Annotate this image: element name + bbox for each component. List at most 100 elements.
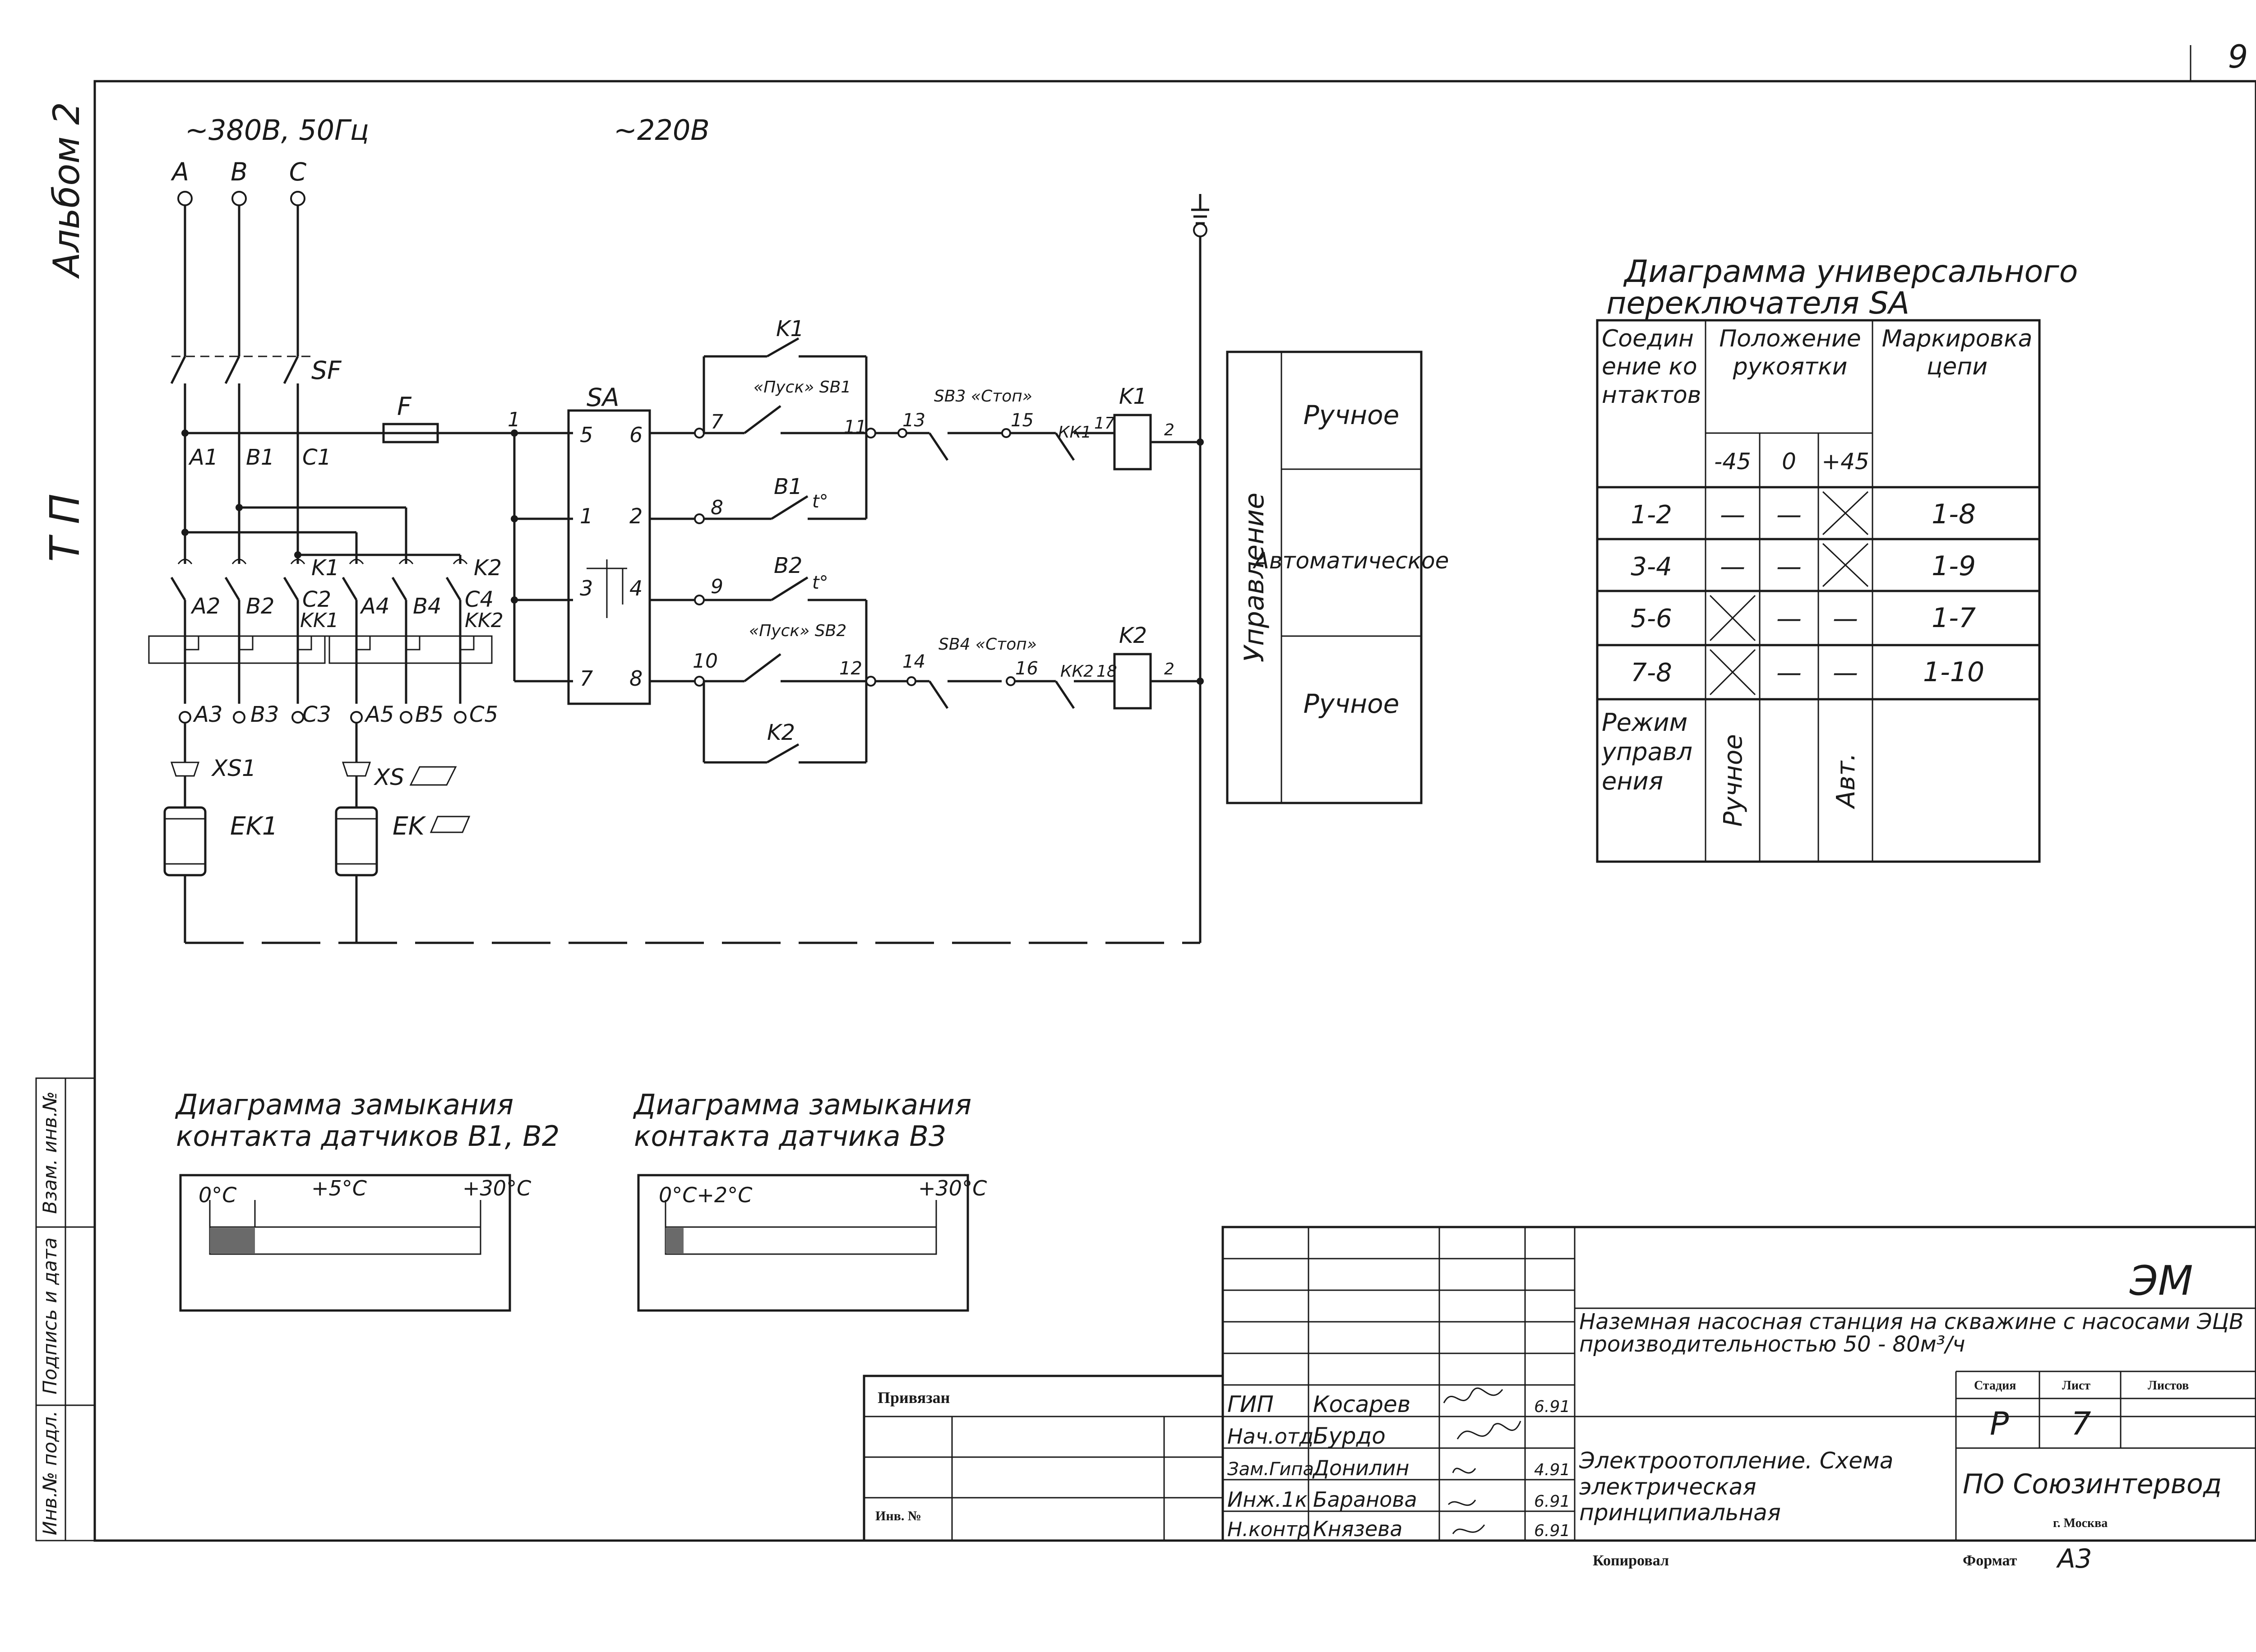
output-a5-label: A5 (364, 702, 394, 727)
drawing-title-text: Электроотопление. Схема электрическая пр… (1579, 1448, 1894, 1526)
organization: ПО Союзинтервод (1963, 1468, 2222, 1500)
sa-row-3-cross (1709, 595, 1756, 641)
sensor-diagram-1-title-2: контакта датчиков В1, В2 (176, 1120, 559, 1153)
svg-text:5-6: 5-6 (1631, 604, 1672, 633)
holding-contact-k1 (766, 337, 800, 358)
contact-b2-label: B2 (246, 594, 274, 619)
node-15-label: 15 (1011, 410, 1034, 431)
sensor-b2-temp-mark: t° (812, 572, 828, 593)
sensor-contact-b2 (771, 576, 809, 601)
sa-diagram-title-2: переключателя SA (1606, 286, 1909, 321)
sensor-diagram-2: Диаграмма замыкания контакта датчика В3 … (633, 1088, 987, 1312)
button-sb4 (928, 680, 949, 709)
switch-sa-label: SA (587, 383, 619, 412)
drawing-title: Электроотопление. Схема электрическая пр… (1579, 1448, 1894, 1526)
sa-terminal-7: 7 (580, 666, 593, 691)
role-gip: ГИП (1227, 1391, 1274, 1417)
sa-terminal-1: 1 (580, 504, 593, 528)
tied-box (863, 1375, 1224, 1542)
output-c5-label: C5 (469, 702, 498, 727)
name-donilin: Донилин (1312, 1456, 1409, 1480)
mode-auto: Автоматическое (1253, 548, 1449, 574)
button-sb4-label: SB4 «Стоп» (938, 635, 1037, 654)
relay-kk1-label: KK1 (300, 609, 339, 632)
coil-k2-label: K2 (1119, 623, 1147, 648)
wire-label-a1: A1 (188, 445, 218, 470)
terminal-a (177, 191, 193, 206)
sensor-diagram-2-title-1: Диаграмма замыкания (633, 1088, 971, 1121)
contactor-k2-label: K2 (474, 555, 502, 581)
sa-head-position: Положение рукоятки (1719, 325, 1861, 380)
mode-manual-1: Ручное (1304, 400, 1400, 430)
breaker-label: SF (311, 356, 342, 385)
coil-k1 (1113, 414, 1152, 471)
stage-value: Р (1990, 1405, 2009, 1442)
control-circuit: 1 SA 5 6 1 2 3 4 7 8 7 «Пуск» SB1 K1 11 (508, 316, 1204, 764)
sensor-b1-label: B1 (774, 474, 802, 499)
heater-ek1-label: EK1 (230, 812, 278, 840)
node-2b-label: 2 (1164, 660, 1174, 678)
format-label: Формат (1963, 1552, 2017, 1569)
wire-label-c1: C1 (302, 445, 331, 470)
node-9-label: 9 (711, 575, 723, 598)
sa-terminal-4: 4 (629, 576, 643, 600)
sensor-diagram-2-title-2: контакта датчика В3 (634, 1120, 946, 1153)
role-zam-gipa: Зам.Гипа (1227, 1459, 1314, 1480)
contact-a2-label: A2 (190, 594, 220, 619)
margin-tp: Т П (42, 494, 89, 562)
sa-head-circuit: Маркировка цепи (1882, 325, 2033, 380)
title-block: Привязан Инв. № ГИП Нач.отд Зам.Гипа Инж… (863, 1226, 2256, 1574)
node-12-label: 12 (839, 658, 862, 679)
output-b3-label: B3 (250, 702, 279, 727)
sa-row-2: 3-4 — — 1-9 (1631, 543, 1976, 587)
contact-c4-label: C4 (465, 587, 494, 612)
sa-pos-0: 0 (1782, 448, 1796, 475)
socket-xs (342, 761, 371, 777)
sa-pos-minus45: -45 (1714, 448, 1751, 475)
relay-contact-kk2 (1054, 680, 1075, 709)
svg-text:—: — (1833, 604, 1858, 633)
svg-text:—: — (1776, 552, 1802, 581)
node-8-label: 8 (711, 496, 723, 519)
sa-row-4: 7-8 — — 1-10 (1631, 649, 1984, 696)
node-11-label: 11 (844, 417, 867, 438)
node-16-label: 17 (1094, 414, 1115, 433)
sa-row-3: 5-6 — — 1-7 (1631, 595, 1976, 641)
project-name: Наземная насосная станция на скважине с … (1579, 1311, 2244, 1357)
sensor-diagram-1: Диаграмма замыкания контакта датчиков В1… (175, 1088, 559, 1312)
switch-sa (567, 409, 651, 705)
supply-1ph-label: ~220В (614, 114, 710, 147)
svg-text:1-9: 1-9 (1932, 550, 1976, 582)
mode-manual-2: Ручное (1304, 688, 1400, 719)
node-13-label: 13 (902, 410, 925, 431)
date-5: 6.91 (1534, 1522, 1570, 1540)
holding-contact-k2-label: K2 (767, 720, 795, 745)
sheet-number: 9 (2228, 38, 2248, 75)
contact-b4-label: B4 (413, 594, 441, 619)
svg-text:3-4: 3-4 (1631, 552, 1672, 581)
relay-contact-kk2-label: КК2 (1060, 662, 1094, 681)
margin-vzam-inv: Взам. инв.№ (39, 1091, 61, 1214)
sensor-diagram-1-title-1: Диаграмма замыкания (175, 1088, 513, 1121)
contact-a4-label: A4 (360, 594, 389, 619)
sa-pos-plus45: +45 (1821, 448, 1869, 475)
node-14-label: 14 (902, 651, 925, 672)
svg-text:—: — (1833, 658, 1858, 688)
project-name-text: Наземная насосная станция на скважине с … (1579, 1311, 2244, 1357)
sa-head-contacts: Соединение контактов (1602, 325, 1701, 409)
coil-k2 (1113, 653, 1152, 710)
svg-text:1-10: 1-10 (1923, 656, 1984, 688)
button-sb3-label: SB3 «Стоп» (934, 387, 1032, 406)
button-sb1-label: «Пуск» SB1 (754, 378, 851, 397)
name-knyazeva: Князева (1313, 1517, 1402, 1541)
sensor-diagram-2-tick-30: +30°С (918, 1176, 987, 1200)
fuse-f (382, 423, 439, 443)
sa-mode-label: Режим управления (1602, 708, 1692, 795)
sa-head-contacts-text: Соединение контактов (1602, 325, 1701, 409)
relay-contact-kk1 (1054, 432, 1075, 461)
contactor-k2-group: K2 A4 B4 C4 KK2 A5 B5 C5 (328, 508, 504, 727)
name-burdo: Бурдо (1313, 1423, 1386, 1449)
coil-k1-label: K1 (1119, 384, 1147, 409)
signature-scribble (1443, 1387, 1521, 1440)
sa-terminal-8: 8 (629, 666, 643, 691)
